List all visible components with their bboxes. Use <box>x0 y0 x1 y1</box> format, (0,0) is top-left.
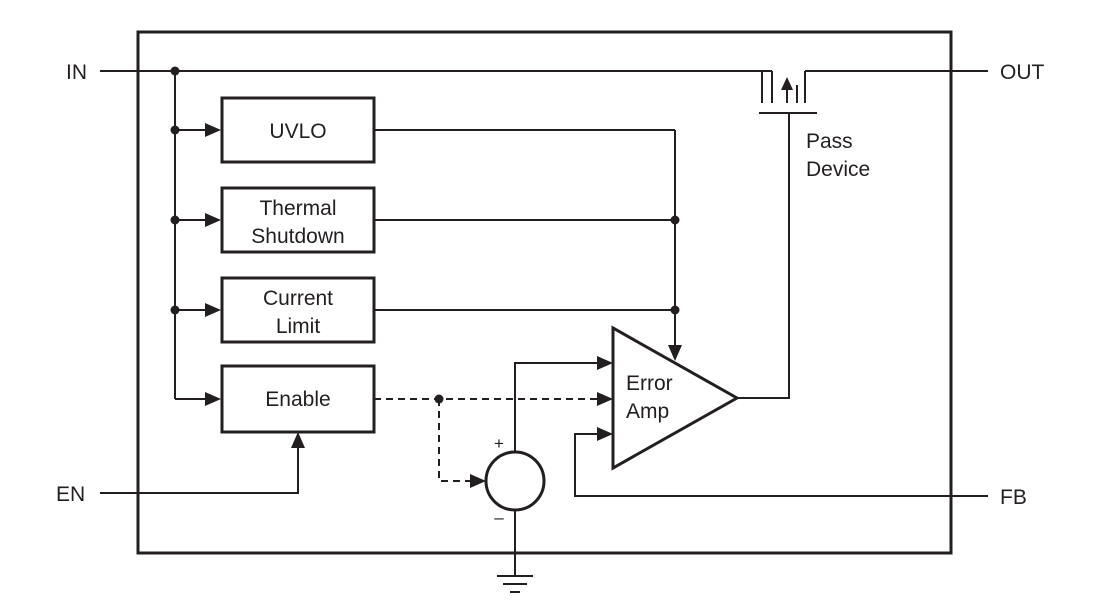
reference-minus: – <box>494 508 504 527</box>
arrow-head <box>668 345 682 361</box>
arrow-head <box>205 213 221 227</box>
pin-in-label: IN <box>66 61 87 84</box>
thermal-label-line1: Thermal <box>259 197 336 220</box>
thermal-label-line2: Shutdown <box>251 225 344 248</box>
arrow-head <box>205 303 221 317</box>
error-amp-symbol <box>611 325 741 471</box>
arrow-head <box>205 392 221 406</box>
reference-output <box>514 362 598 452</box>
arrow-head <box>597 356 613 370</box>
junction-dot <box>670 305 680 315</box>
pin-out-label: OUT <box>1000 61 1045 84</box>
junction-dot <box>670 215 680 225</box>
arrow-head <box>470 474 486 488</box>
enable-input-line <box>100 447 299 494</box>
current-label-line2: Limit <box>276 315 321 338</box>
arrow-head <box>205 123 221 137</box>
pin-en-label: EN <box>56 483 85 506</box>
arrow-head <box>781 77 793 90</box>
feedback-line <box>574 433 988 497</box>
current-label-line1: Current <box>263 287 333 310</box>
error-amp-label-line1: Error <box>626 372 673 395</box>
arrow-head <box>597 392 613 406</box>
arrow-head <box>597 427 613 441</box>
reference-source <box>484 450 546 512</box>
error-amp-label-line2: Amp <box>626 400 669 423</box>
pass-device-label-line1: Pass <box>806 130 853 153</box>
gate-drive-line <box>737 113 790 399</box>
uvlo-label: UVLO <box>269 120 326 143</box>
pin-fb-label: FB <box>1000 486 1027 509</box>
enable-reference-line <box>438 399 471 482</box>
arrow-head <box>291 432 305 448</box>
pass-device-label-line2: Device <box>806 158 870 181</box>
device-boundary <box>136 30 953 555</box>
reference-plus: + <box>494 434 504 453</box>
enable-label: Enable <box>265 388 330 411</box>
